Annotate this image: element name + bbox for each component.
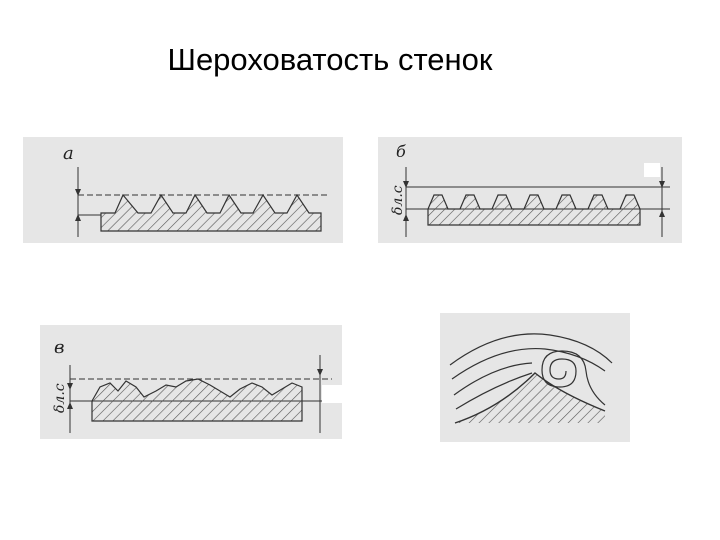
rough-wall (100, 193, 322, 232)
arrow-icon (67, 383, 73, 390)
vortex-drawing (449, 333, 613, 424)
arrow-icon (67, 402, 73, 409)
arrow-icon (659, 210, 665, 217)
diagram-panel-vortex (440, 313, 630, 442)
diagram-panel-v: в δл.с (40, 325, 342, 439)
arrow-icon (403, 214, 409, 221)
panel-b-label: б (396, 142, 406, 161)
diagram-panel-a: а (23, 137, 343, 243)
diagram-panel-b: б δл.с (378, 137, 682, 243)
rough-wall (91, 378, 303, 422)
rough-wall (427, 194, 641, 226)
arrow-icon (403, 181, 409, 188)
arrow-icon (75, 189, 81, 196)
white-mask (644, 163, 660, 177)
panel-a-drawing: а (63, 143, 328, 237)
arrow-icon (317, 369, 323, 376)
panel-b-drawing: б δл.с (390, 142, 670, 237)
streamline (449, 333, 613, 366)
panel-v-drawing: в δл.с (52, 337, 342, 433)
vortex-spiral (541, 350, 606, 406)
streamline (455, 372, 533, 410)
panel-v-label: в (54, 337, 64, 358)
slide-title: Шероховатость стенок (167, 42, 493, 77)
bump-outline (454, 372, 606, 424)
streamline (451, 347, 606, 380)
white-mask (322, 385, 342, 403)
arrow-icon (75, 214, 81, 221)
roughness-bump (455, 373, 605, 423)
arrow-icon (659, 181, 665, 188)
panel-v-delta-label: δл.с (52, 383, 68, 413)
panel-a-label: а (63, 143, 74, 164)
panel-b-delta-label: δл.с (390, 185, 406, 215)
streamline (453, 362, 533, 396)
